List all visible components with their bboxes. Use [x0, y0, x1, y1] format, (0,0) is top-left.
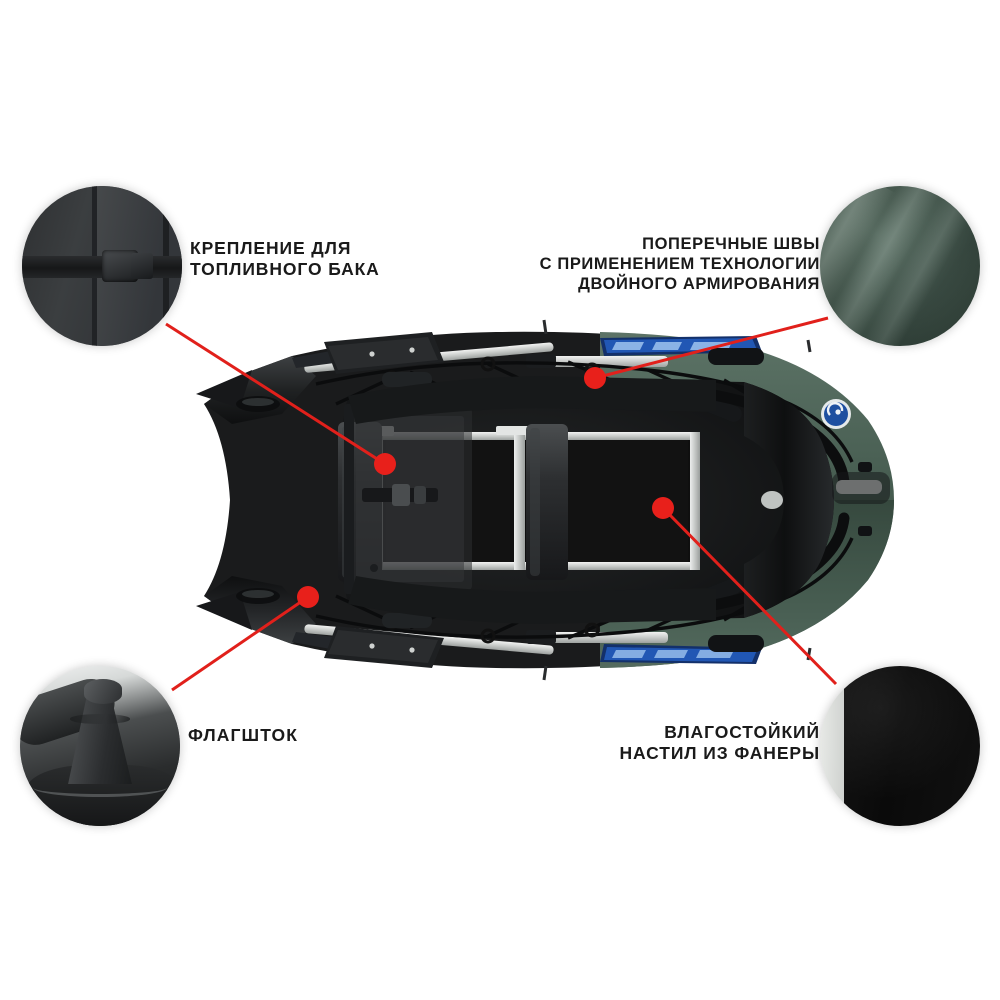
leader-plywood-deck	[652, 497, 838, 686]
leader-dot-flagstaff	[297, 586, 319, 608]
grab-handle-bow-upper	[708, 348, 764, 365]
callout-label-flagstaff: ФЛАГШТОК	[188, 725, 299, 745]
bow-locker	[324, 332, 444, 668]
brand-badge	[821, 399, 851, 429]
leader-line-plywood	[661, 506, 838, 686]
leader-line-fuel	[165, 322, 386, 466]
leader-flagstaff	[171, 586, 319, 692]
leader-dot-seams	[584, 367, 606, 389]
green-pvc-seam-image	[820, 186, 980, 346]
inset-photo-fuel-strap	[22, 186, 182, 346]
inset-photo-flagstaff	[20, 666, 180, 826]
leader-cross-seams	[584, 316, 829, 389]
inset-photo-plywood-deck	[820, 666, 980, 826]
fuel-strap-buckle-image	[22, 186, 182, 346]
callout-label-cross-seams: ПОПЕРЕЧНЫЕ ШВЫ С ПРИМЕНЕНИЕМ ТЕХНОЛОГИИ …	[539, 235, 820, 294]
leader-dot-plywood	[652, 497, 674, 519]
grab-handle-bow-lower	[708, 635, 764, 652]
inner-tube-bands	[348, 376, 716, 624]
leader-line-seams	[594, 316, 829, 380]
transom-assembly	[744, 382, 890, 618]
callout-label-plywood-deck: ВЛАГОСТОЙКИЙ НАСТИЛ ИЗ ФАНЕРЫ	[619, 722, 820, 764]
fuel-tank-buckle	[392, 484, 410, 506]
boat-illustration	[196, 312, 908, 688]
inset-photo-green-seam	[820, 186, 980, 346]
bow-cones	[196, 356, 316, 644]
flagstaff-cone-image	[20, 666, 180, 826]
black-plywood-floor-image	[820, 666, 980, 826]
drain-plug	[761, 491, 783, 509]
leader-dot-fuel	[374, 453, 396, 475]
callout-label-fuel-tank-mount: КРЕПЛЕНИЕ ДЛЯ ТОПЛИВНОГО БАКА	[190, 238, 380, 280]
leader-fuel-tank-mount	[165, 322, 396, 475]
leader-line-flagstaff	[171, 595, 309, 692]
